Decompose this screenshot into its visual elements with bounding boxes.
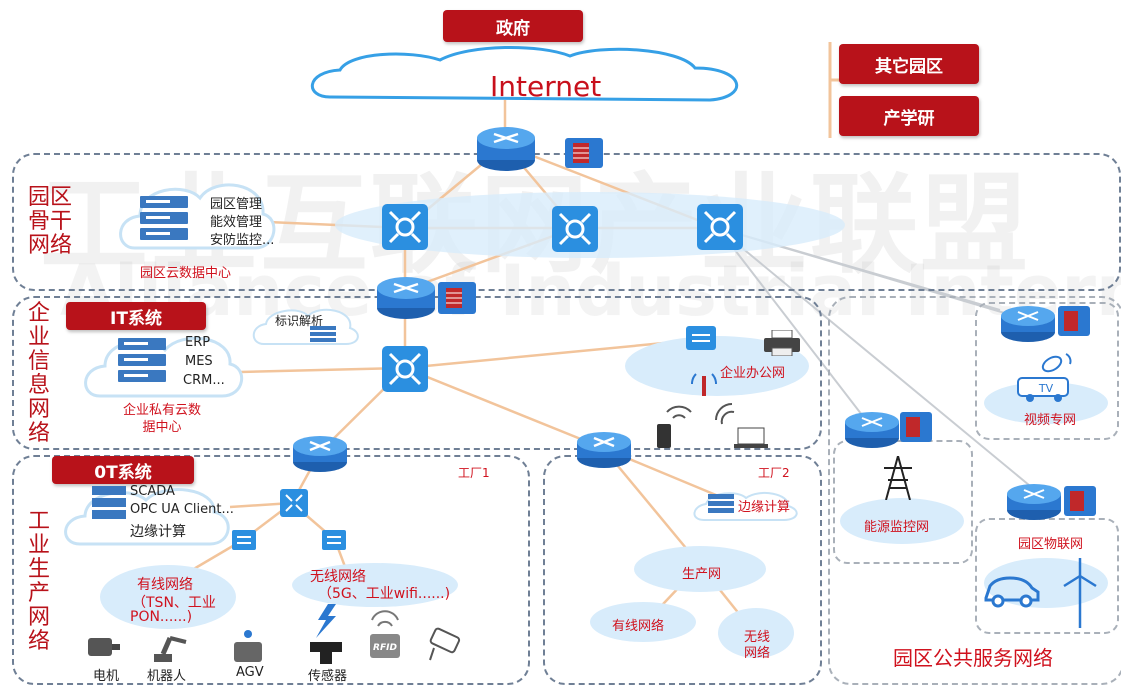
video-cloud: [984, 382, 1108, 424]
wired-net-detail-1: （TSN、工业: [132, 595, 216, 611]
backbone-label: 园区骨干网络: [28, 185, 73, 258]
wired-net-detail-2: PON......): [130, 609, 193, 625]
factory2-router-icon[interactable]: [576, 428, 632, 472]
production-label: 工业生产网络: [28, 509, 51, 654]
robot-arm-icon: [154, 636, 187, 662]
laptop-wifi-icon: [715, 403, 768, 448]
factory2-label: 工厂2: [758, 466, 790, 480]
private-server-icon: [118, 338, 166, 382]
iot-cloud: [984, 558, 1108, 608]
iot-firewall-icon: [1064, 486, 1096, 516]
wired2-label: 有线网络: [612, 619, 665, 634]
office-net-label: 企业办公网: [720, 366, 786, 381]
edge2-server-icon: [708, 494, 734, 513]
power-tower-icon: [884, 456, 912, 500]
app-mes: MES: [185, 354, 213, 369]
factory1-switch-icon[interactable]: [280, 489, 308, 517]
prod-net-label: 生产网: [682, 567, 722, 582]
app-erp: ERP: [185, 335, 211, 350]
wireless2-label-2: 网络: [744, 646, 771, 661]
wifi-ap-icon: [690, 373, 718, 396]
industry-research-box[interactable]: 产学研: [839, 96, 979, 136]
park-dc-item-energy: 能效管理: [210, 215, 263, 230]
other-park-box[interactable]: 其它园区: [839, 44, 979, 84]
tv-label: TV: [1038, 382, 1054, 395]
energy-router-icon[interactable]: [844, 410, 900, 450]
park-dc-item-mgmt: 园区管理: [210, 197, 263, 212]
iot-router-icon[interactable]: [1006, 482, 1062, 522]
wireless-net-label: 无线网络: [310, 569, 366, 585]
wireless-switch-icon[interactable]: [322, 530, 346, 550]
wireless2-cloud: [718, 608, 794, 658]
backbone-switch-3-icon[interactable]: [697, 204, 743, 250]
iot-net-label: 园区物联网: [1018, 537, 1084, 552]
energy-firewall-icon: [900, 412, 932, 442]
wired-switch-icon[interactable]: [232, 530, 256, 550]
factory1-label: 工厂1: [458, 466, 490, 480]
rfid-label: RFID: [373, 643, 397, 653]
tv-van-icon: TV: [1017, 353, 1072, 402]
internet-label: Internet: [490, 70, 602, 103]
id-resolution-label: 标识解析: [275, 314, 324, 328]
enterprise-core-switch-icon[interactable]: [382, 346, 428, 392]
app-crm: CRM...: [183, 373, 225, 388]
iot-net-zone: [975, 518, 1119, 634]
energy-net-label: 能源监控网: [864, 520, 930, 535]
wired2-cloud: [590, 602, 696, 642]
enterprise-router-icon[interactable]: [376, 272, 436, 322]
core-router-icon[interactable]: [476, 122, 536, 174]
ot-app-scada: SCADA: [130, 484, 175, 499]
watermark-en: Alliance of Industrial Internet: [60, 250, 1121, 332]
id-server-icon: [310, 326, 336, 342]
edge2-cloud: [693, 491, 798, 521]
backbone-switch-1-icon[interactable]: [382, 204, 428, 250]
enterprise-label: 企业信息网络: [28, 301, 51, 446]
device-sensor: 传感器: [308, 669, 348, 684]
prod-net-cloud: [634, 546, 766, 592]
wired-net-label: 有线网络: [137, 577, 193, 593]
video-firewall-icon: [1058, 306, 1090, 336]
private-cloud-caption: 企业私有云数据中心: [122, 403, 201, 435]
firewall-icon: [565, 138, 603, 168]
ot-server-icon: [92, 486, 126, 519]
agv-icon: [234, 630, 262, 662]
edge2-label: 边缘计算: [738, 500, 791, 515]
office-cloud: [625, 336, 809, 396]
video-net-zone: [975, 302, 1119, 440]
wireless-cloud: [292, 563, 458, 607]
wind-turbine-icon: [1063, 558, 1097, 628]
energy-cloud: [840, 498, 964, 544]
mobile-wifi-icon: [657, 405, 692, 448]
enterprise-firewall-icon: [438, 282, 476, 314]
rfid-icon: RFID: [370, 610, 400, 658]
car-icon: [984, 576, 1040, 608]
wired-cloud: [100, 565, 236, 629]
public-service-label: 园区公共服务网络: [893, 646, 1053, 670]
motor-icon: [88, 638, 120, 656]
device-agv: AGV: [236, 665, 264, 680]
server-icon: [140, 196, 188, 240]
backbone-switch-2-icon[interactable]: [552, 206, 598, 252]
office-switch-icon[interactable]: [686, 326, 716, 350]
video-net-label: 视频专网: [1024, 413, 1077, 428]
printer-icon: [764, 330, 800, 356]
park-dc-caption: 园区云数据中心: [140, 266, 232, 281]
device-robot: 机器人: [147, 669, 187, 684]
it-system-badge[interactable]: IT系统: [66, 302, 206, 330]
ot-app-opc: OPC UA Client...: [130, 502, 234, 517]
device-motor: 电机: [93, 669, 120, 684]
internet-cloud: [311, 46, 739, 102]
sensor-icon: [310, 604, 342, 664]
ot-system-badge[interactable]: 0T系统: [52, 456, 194, 484]
ot-edge-compute: 边缘计算: [130, 524, 186, 540]
government-box[interactable]: 政府: [443, 10, 583, 42]
wireless2-label-1: 无线: [744, 630, 771, 645]
wireless-net-detail: （5G、工业wifi......): [318, 586, 451, 602]
park-dc-item-security: 安防监控...: [210, 233, 275, 248]
video-router-icon[interactable]: [1000, 304, 1056, 344]
factory1-router-icon[interactable]: [292, 432, 348, 476]
camera-icon: [429, 627, 461, 661]
